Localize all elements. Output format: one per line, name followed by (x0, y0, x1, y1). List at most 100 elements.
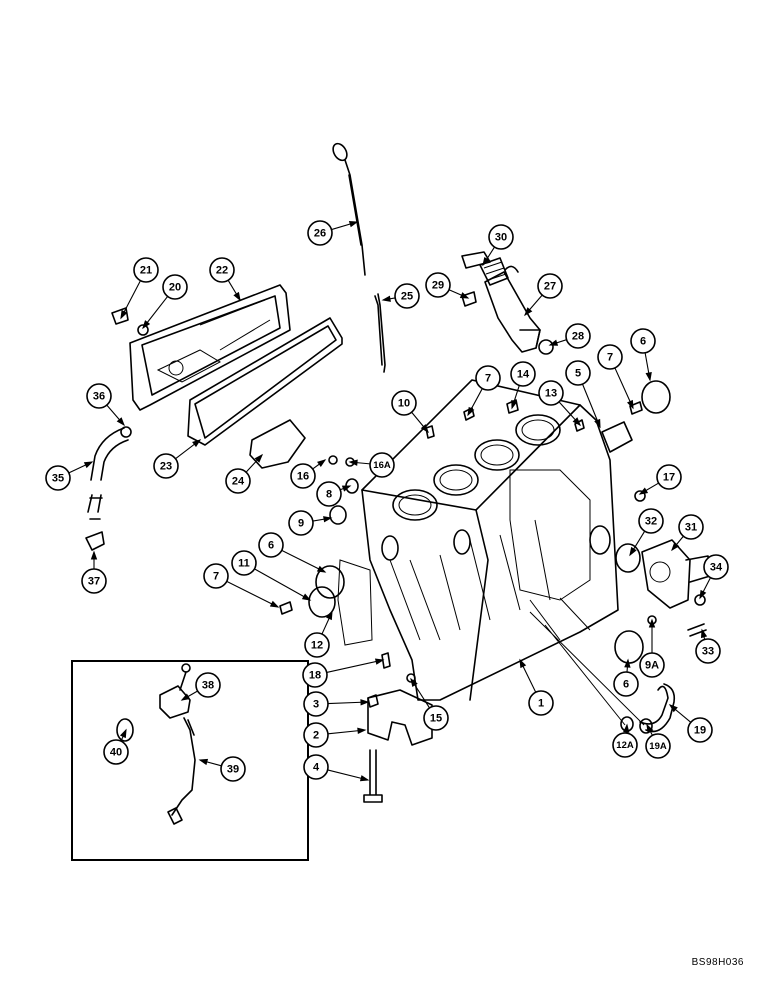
leader-arrowhead (482, 256, 490, 267)
callout-38: 38 (195, 672, 221, 698)
leader-arrowhead (116, 417, 125, 427)
leader-arrowhead (420, 424, 429, 434)
callout-27: 27 (537, 273, 563, 299)
cup-plug-icon (641, 380, 671, 414)
leader-arrowhead (594, 418, 601, 429)
leader-arrowhead (301, 593, 312, 601)
callout-14: 14 (510, 361, 536, 387)
callout-number: 38 (202, 680, 214, 692)
callout-circle (394, 283, 420, 309)
callout-number: 19A (649, 741, 667, 752)
leader-arrowhead (645, 372, 652, 382)
leader-arrowhead (348, 221, 359, 228)
leader-arrowhead (120, 309, 128, 320)
callout-circle (369, 452, 395, 478)
callout-number: 19 (694, 725, 706, 737)
callout-circle (475, 365, 501, 391)
callout-number: 12A (616, 740, 634, 751)
callout-circle (81, 568, 107, 594)
callout-number: 5 (575, 368, 581, 380)
leader-arrowhead (629, 546, 637, 557)
bolt-icon (461, 291, 477, 307)
callout-circle (133, 257, 159, 283)
callout-number: 3 (313, 699, 319, 711)
leader-arrowhead (467, 406, 475, 417)
callout-28: 28 (565, 323, 591, 349)
callout-circle (612, 732, 638, 758)
callout-1: 1 (528, 690, 554, 716)
callout-number: 24 (232, 476, 245, 488)
callout-circle (537, 273, 563, 299)
o-ring-icon (538, 339, 554, 355)
callout-number: 16 (297, 471, 309, 483)
callout-circle (538, 380, 564, 406)
callout-circle (303, 754, 329, 780)
callout-21: 21 (133, 257, 159, 283)
callout-number: 6 (268, 540, 274, 552)
callout-29: 29 (425, 272, 451, 298)
leader-arrowhead (524, 307, 533, 317)
callout-number: 36 (93, 391, 105, 403)
callout-9: 9 (288, 510, 314, 536)
leader-arrowhead (671, 542, 680, 552)
callout-circle (203, 563, 229, 589)
callout-circle (656, 464, 682, 490)
callout-number: 6 (640, 336, 646, 348)
callout-7: 7 (597, 344, 623, 370)
leader-lines (68, 221, 711, 782)
leader-arrowhead (700, 628, 708, 639)
callout-number: 39 (227, 764, 239, 776)
callout-20: 20 (162, 274, 188, 300)
callout-number: 18 (309, 670, 321, 682)
callout-number: 40 (110, 747, 122, 759)
callout-number: 29 (432, 280, 444, 292)
dowel-icon (367, 694, 379, 708)
dipstick-tube-icon (374, 293, 386, 373)
leader-arrowhead (511, 399, 518, 410)
callout-6: 6 (630, 328, 656, 354)
coolant-hose-icon (639, 683, 676, 733)
callout-circle (565, 360, 591, 386)
callout-39: 39 (220, 756, 246, 782)
callout-circle (153, 453, 179, 479)
leader-arrowhead (348, 459, 358, 466)
callout-18: 18 (302, 662, 328, 688)
hose-clip-icon (85, 531, 105, 551)
leader-arrowhead (90, 550, 98, 560)
callout-number: 13 (545, 388, 557, 400)
callout-number: 2 (313, 730, 319, 742)
callout-circle (162, 274, 188, 300)
leader-arrowhead (624, 658, 631, 668)
clamp-icon (120, 426, 132, 438)
callout-5: 5 (565, 360, 591, 386)
callout-number: 21 (140, 265, 152, 277)
callout-number: 20 (169, 282, 181, 294)
callout-19: 19 (687, 717, 713, 743)
callout-circle (687, 717, 713, 743)
callout-number: 7 (213, 571, 219, 583)
callout-circle (258, 532, 284, 558)
callout-17: 17 (656, 464, 682, 490)
callout-12a: 12A (612, 732, 638, 758)
callout-circle (391, 390, 417, 416)
callout-30: 30 (488, 224, 514, 250)
callout-circle (423, 705, 449, 731)
callout-number: 34 (710, 562, 723, 574)
leader-arrowhead (626, 399, 634, 410)
callout-number: 26 (314, 228, 326, 240)
callout-11: 11 (231, 550, 257, 576)
callout-number: 22 (216, 265, 228, 277)
callout-circle (613, 671, 639, 697)
callout-26: 26 (307, 220, 333, 246)
engine-block-icon (337, 379, 619, 701)
callout-number: 6 (623, 679, 629, 691)
leader-arrowhead (83, 461, 94, 469)
callout-number: 9A (645, 660, 659, 672)
callout-circle (425, 272, 451, 298)
leader-arrowhead (668, 704, 678, 713)
leader-arrowhead (180, 693, 191, 701)
callout-number: 8 (326, 489, 332, 501)
nut-icon (137, 324, 149, 336)
callout-circle (303, 691, 329, 717)
leader-arrowhead (648, 618, 656, 628)
